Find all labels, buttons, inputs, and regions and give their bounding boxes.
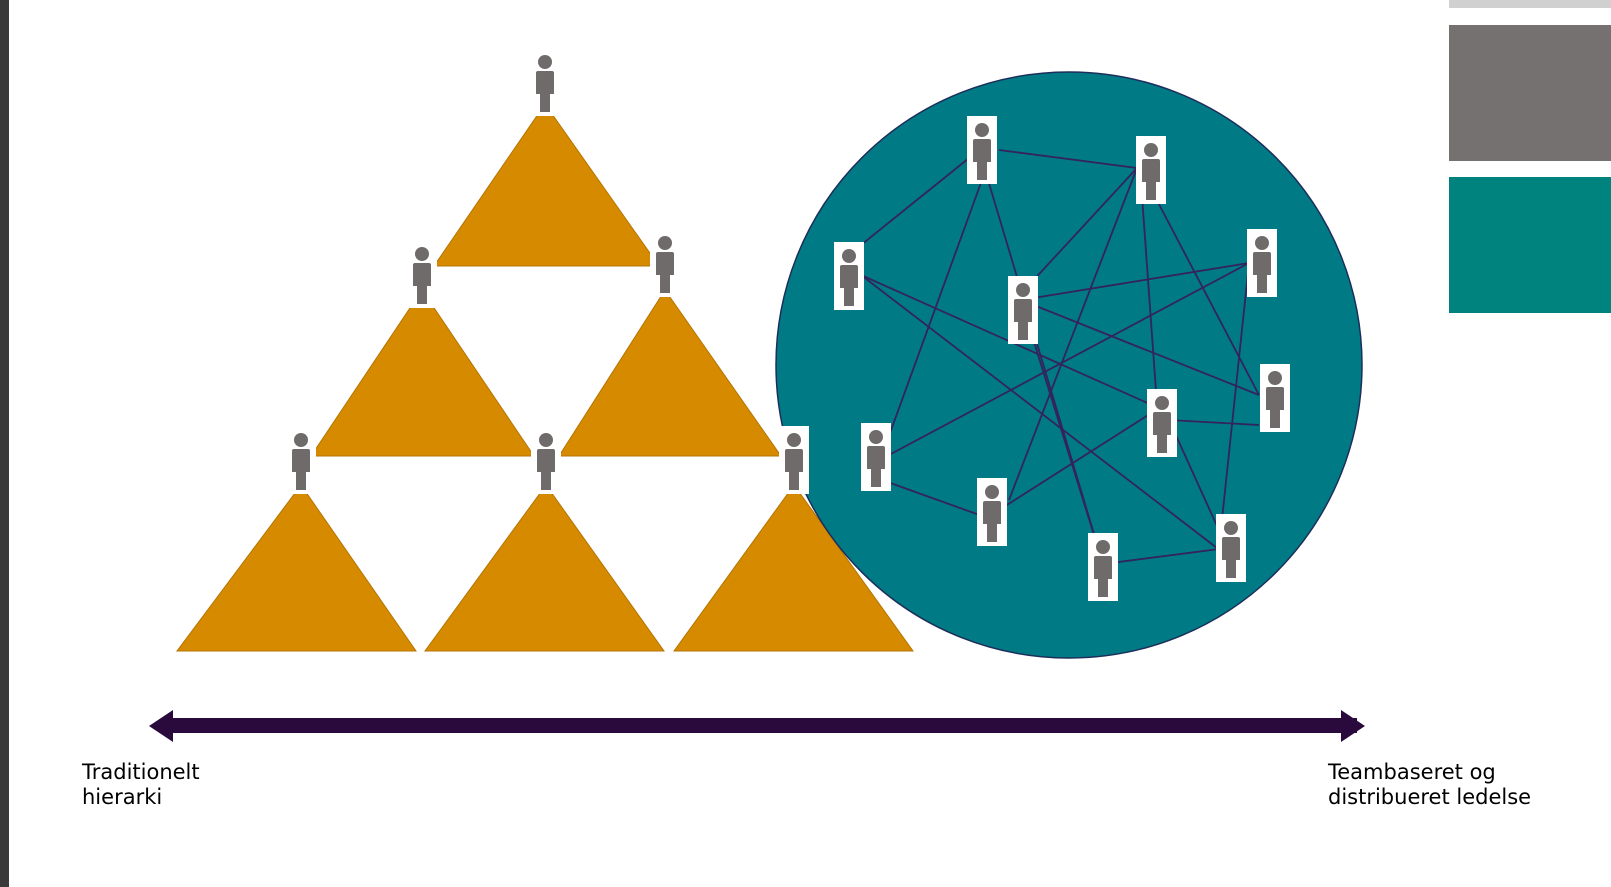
person-icon [1260,364,1290,432]
double-arrow-icon [149,710,1365,742]
legend-swatch-light [1449,0,1611,8]
connection-line [998,149,1138,169]
person-icon [530,48,560,116]
connection-line [1020,299,1104,565]
network-connections [860,149,1260,565]
connection-line [1218,262,1250,549]
team-network-circle [775,71,1363,659]
label-team-based-leadership: Teambaseret og distribueret ledelse [1328,760,1532,809]
person-icon [1136,136,1166,204]
connection-line [1139,167,1158,406]
person-icon [977,478,1007,546]
person-icon [286,426,316,494]
person-icon [861,423,891,491]
person-icon [779,426,809,494]
triangle-bottom-left [176,484,417,652]
connection-line [860,274,1153,406]
person-icon [1088,533,1118,601]
connection-line [1168,419,1260,426]
triangle-middle-right [558,289,782,457]
legend-swatch-teal [1449,177,1611,313]
connection-line [1020,299,1260,396]
person-icon [1147,389,1177,457]
hierarchy-vs-network-diagram [149,0,1611,742]
connection-line [998,404,1165,511]
connection-line [1008,167,1138,501]
person-icon [650,229,680,297]
slide-canvas: Traditionelt hierarki Teambaseret og dis… [9,0,1611,887]
connection-line [860,149,980,246]
traditional-hierarchy [176,103,914,652]
label-traditional-hierarchy: Traditionelt hierarki [82,760,200,809]
connection-line [1102,547,1228,565]
person-icon [967,116,997,184]
person-icon [1216,514,1246,582]
person-icon [1247,229,1277,297]
connection-line [860,274,1218,549]
connection-line [1020,262,1250,301]
legend-swatch-gray [1449,25,1611,161]
connection-line [888,262,1250,456]
person-icon [1008,276,1038,344]
triangle-bottom-middle [424,484,665,652]
triangle-middle-left [310,289,535,457]
person-icon [834,242,864,310]
person-icon [531,426,561,494]
triangle-bottom-right [673,484,914,652]
connection-line [1028,167,1138,286]
triangle-top [433,103,660,267]
legend-swatches [1449,0,1611,313]
connection-line [881,179,983,456]
person-icon [407,240,437,308]
